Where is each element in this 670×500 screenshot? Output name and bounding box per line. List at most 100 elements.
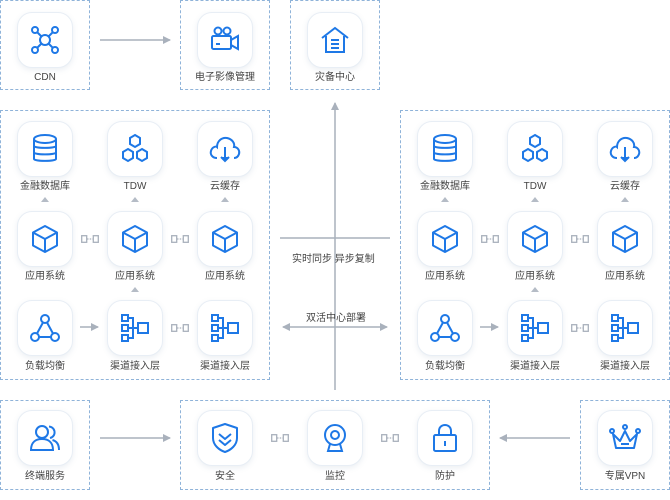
cdn-label: CDN: [34, 72, 56, 83]
left-app-system-node-3[interactable]: [197, 211, 253, 267]
box-services: [180, 400, 490, 490]
triangle-network-icon: [430, 314, 460, 342]
left-tdw-node[interactable]: [107, 121, 163, 177]
left-up-arrow-2: [131, 197, 139, 202]
cube-icon: [432, 225, 458, 253]
backup-center-label: 灾备中心: [315, 72, 355, 83]
left-channel-access-node-2[interactable]: [197, 300, 253, 356]
shield-icon: [212, 423, 238, 453]
right-up-arrow-2: [531, 197, 539, 202]
active-active-label: 双活中心部署: [306, 313, 366, 324]
dedicated-vpn-label: 专属VPN: [604, 471, 646, 482]
left-cloud-cache-node[interactable]: [197, 121, 253, 177]
network-hub-icon: [31, 26, 59, 54]
imaging-node[interactable]: [197, 12, 253, 68]
terminal-service-node[interactable]: [17, 410, 73, 466]
right-app-system-label-1: 应用系统: [425, 271, 465, 282]
left-finance-db-node[interactable]: [17, 121, 73, 177]
sync-replication-label: 实时同步 异步复制: [292, 254, 375, 265]
terminal-service-label: 终端服务: [25, 471, 65, 482]
imaging-label: 电子影像管理: [195, 72, 255, 83]
users-icon: [29, 425, 60, 451]
left-app-system-label-3: 应用系统: [205, 271, 245, 282]
link-icon: [171, 324, 189, 332]
left-channel-access-node-1[interactable]: [107, 300, 163, 356]
right-app-system-label-3: 应用系统: [605, 271, 645, 282]
cube-icon: [32, 225, 58, 253]
monitor-node[interactable]: [307, 410, 363, 466]
right-app-system-label-2: 应用系统: [515, 271, 555, 282]
left-load-balancer-node[interactable]: [17, 300, 73, 356]
link-icon: [381, 434, 399, 442]
right-channel-access-node-1[interactable]: [507, 300, 563, 356]
right-tdw-node[interactable]: [507, 121, 563, 177]
right-finance-db-node[interactable]: [417, 121, 473, 177]
cube-icon: [612, 225, 638, 253]
database-icon: [433, 134, 457, 162]
link-icon: [481, 235, 499, 243]
right-finance-db-label: 金融数据库: [420, 181, 470, 192]
cube-icon: [522, 225, 548, 253]
right-cloud-cache-label: 云缓存: [610, 181, 640, 192]
box-cdn: [0, 0, 90, 90]
right-channel-access-label-2: 渠道接入层: [600, 361, 650, 372]
backup-center-node[interactable]: [307, 12, 363, 68]
protection-label: 防护: [435, 471, 455, 482]
tree-structure-icon: [211, 314, 239, 342]
left-channel-access-label-1: 渠道接入层: [110, 361, 160, 372]
right-app-system-node-3[interactable]: [597, 211, 653, 267]
monitor-label: 监控: [325, 471, 345, 482]
security-label: 安全: [215, 471, 235, 482]
database-icon: [33, 134, 57, 162]
right-app-system-node-2[interactable]: [507, 211, 563, 267]
left-app-system-node-1[interactable]: [17, 211, 73, 267]
security-node[interactable]: [197, 410, 253, 466]
box-backup: [290, 0, 380, 90]
dedicated-vpn-node[interactable]: [597, 410, 653, 466]
left-tdw-label: TDW: [123, 181, 147, 192]
left-up-arrow-3: [221, 197, 229, 202]
protection-node[interactable]: [417, 410, 473, 466]
right-load-balancer-label: 负载均衡: [425, 361, 465, 372]
box-terminal: [0, 400, 90, 490]
left-finance-db-label: 金融数据库: [20, 181, 70, 192]
right-up-arrow-4: [531, 287, 539, 292]
right-cloud-cache-node[interactable]: [597, 121, 653, 177]
cube-icon: [212, 225, 238, 253]
right-load-balancer-node[interactable]: [417, 300, 473, 356]
right-up-arrow-1: [441, 197, 449, 202]
left-app-system-node-2[interactable]: [107, 211, 163, 267]
link-icon: [171, 235, 189, 243]
cube-icon: [122, 225, 148, 253]
left-app-system-label-1: 应用系统: [25, 271, 65, 282]
hexagon-cluster-icon: [522, 133, 548, 163]
left-up-arrow-1: [41, 197, 49, 202]
box-imaging: [180, 0, 270, 90]
right-app-system-node-1[interactable]: [417, 211, 473, 267]
lock-icon: [433, 423, 457, 452]
right-channel-access-node-2[interactable]: [597, 300, 653, 356]
triangle-network-icon: [30, 314, 60, 342]
link-icon: [271, 434, 289, 442]
building-archive-icon: [321, 26, 349, 53]
right-channel-access-label-1: 渠道接入层: [510, 361, 560, 372]
left-up-arrow-4: [131, 287, 139, 292]
link-icon: [571, 235, 589, 243]
left-channel-access-label-2: 渠道接入层: [200, 361, 250, 372]
tree-structure-icon: [521, 314, 549, 342]
left-cloud-cache-label: 云缓存: [210, 181, 240, 192]
hexagon-cluster-icon: [122, 133, 148, 163]
crown-icon: [609, 424, 641, 449]
box-left-cluster: [0, 110, 270, 380]
right-up-arrow-3: [621, 197, 629, 202]
link-icon: [571, 324, 589, 332]
video-camera-icon: [211, 26, 239, 51]
right-tdw-label: TDW: [523, 181, 547, 192]
cloud-download-icon: [609, 136, 641, 163]
left-load-balancer-label: 负载均衡: [25, 361, 65, 372]
cdn-node[interactable]: [17, 12, 73, 68]
tree-structure-icon: [611, 314, 639, 342]
webcam-icon: [324, 424, 346, 452]
cloud-download-icon: [209, 136, 241, 163]
